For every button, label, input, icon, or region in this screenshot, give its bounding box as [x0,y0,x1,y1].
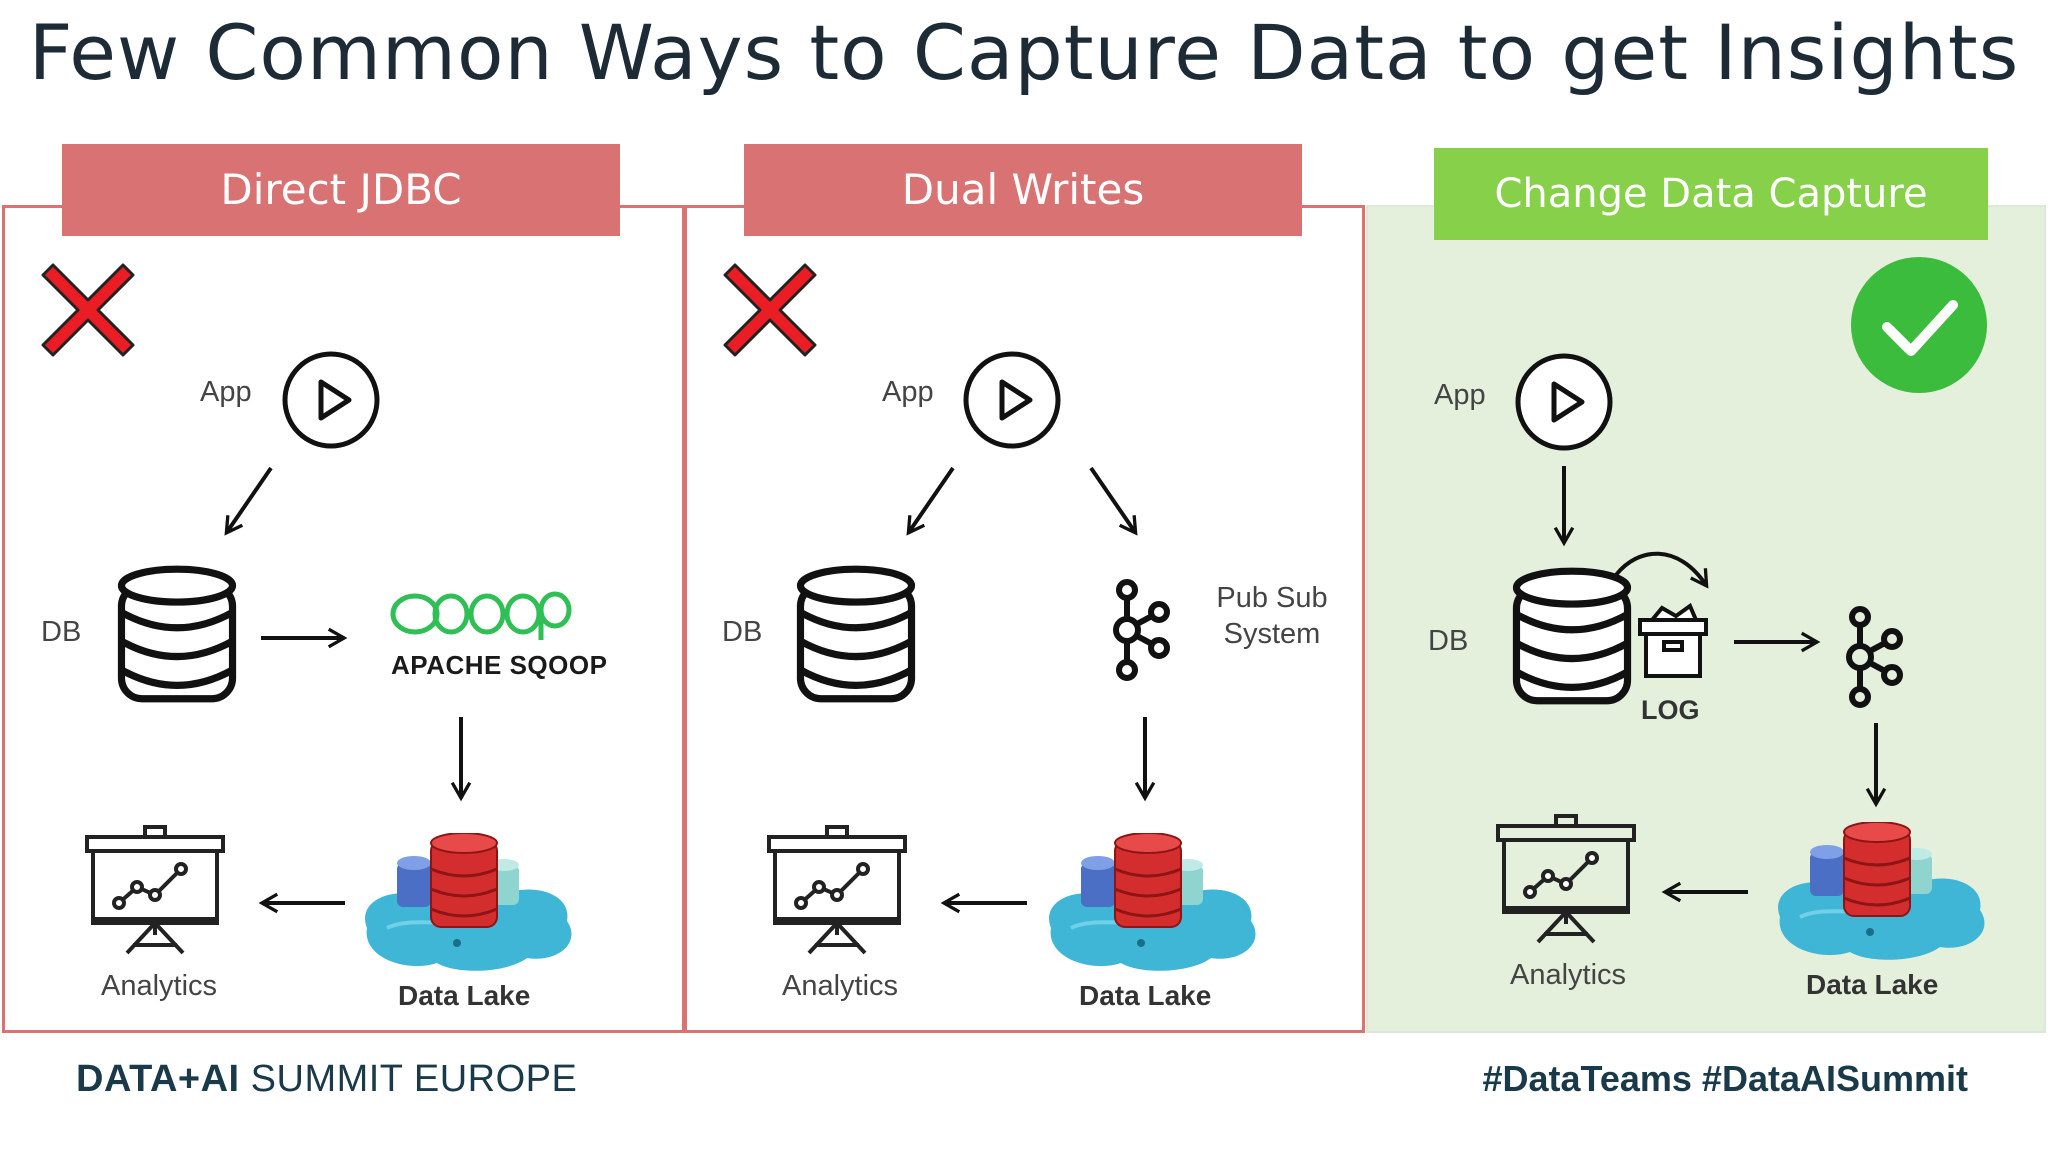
arrow-db-to-sqoop [261,627,348,649]
analytics-label: Analytics [782,970,899,1002]
db-label: DB [722,616,763,648]
hashtags: #DataTeams #DataAISummit [1482,1058,1968,1099]
sqoop-label: APACHE SQOOP [391,650,608,680]
arrow-kafka-to-lake [1865,723,1887,808]
sqoop-logo-icon [390,591,572,640]
arrow-app-to-db [1553,466,1575,547]
panel-header-direct-jdbc: Direct JDBC [62,144,620,236]
panel-dual-writes: App DB Pub Sub System Data Lake Analytic… [684,205,1365,1033]
analytics-board-icon [1496,814,1636,944]
curved-arrow-icon [1614,551,1709,589]
arrow-app-to-db [224,466,273,536]
green-check-icon [1851,257,1987,393]
data-lake-label: Data Lake [398,980,531,1011]
panel-header-dual-writes: Dual Writes [744,144,1302,236]
data-lake-label: Data Lake [1079,980,1212,1011]
kafka-icon [1840,605,1906,709]
analytics-label: Analytics [1510,959,1627,991]
red-x-icon [723,263,817,357]
analytics-board-icon [85,825,225,955]
log-archive-icon [1638,602,1708,678]
red-x-icon [41,263,135,357]
arrow-db-to-kafka [1734,631,1821,653]
panel-change-data-capture: App DB LOG Data Lake Analytics [1366,205,2046,1033]
arrow-app-to-pubsub [1089,466,1138,536]
app-label: App [882,376,934,408]
log-label: LOG [1641,695,1700,725]
pubsub-label-line2: System [1223,618,1321,650]
panel-direct-jdbc: App DB APACHE SQOOP Data Lake Analytics [2,205,685,1033]
pubsub-label-line1: Pub Sub [1216,582,1328,614]
data-lake-icon [1776,822,1987,962]
analytics-label: Analytics [101,970,218,1002]
summit-brand-rest: SUMMIT EUROPE [239,1058,578,1100]
arrow-lake-to-analytics [1661,881,1748,903]
kafka-icon [1107,578,1173,682]
analytics-board-icon [767,825,907,955]
arrow-sqoop-to-lake [450,717,472,802]
data-lake-label: Data Lake [1806,969,1939,1000]
app-label: App [200,376,252,408]
arrow-lake-to-analytics [940,892,1027,914]
arrow-lake-to-analytics [258,892,345,914]
pubsub-label: Pub Sub System [1197,580,1347,652]
app-play-icon [960,348,1064,452]
app-play-icon [279,348,383,452]
db-label: DB [41,616,82,648]
summit-brand-bold: DATA+AI [76,1058,240,1100]
database-icon [794,563,918,709]
summit-brand: DATA+AI SUMMIT EUROPE [76,1058,577,1101]
app-label: App [1434,379,1486,411]
db-label: DB [1428,625,1469,657]
data-lake-icon [363,833,574,973]
database-icon [115,563,239,709]
arrow-pubsub-to-lake [1134,717,1156,802]
data-lake-icon [1047,833,1258,973]
panel-header-change-data-capture: Change Data Capture [1434,148,1988,240]
arrow-app-to-db [906,466,955,536]
slide-title: Few Common Ways to Capture Data to get I… [28,8,2020,97]
app-play-icon [1512,350,1616,454]
